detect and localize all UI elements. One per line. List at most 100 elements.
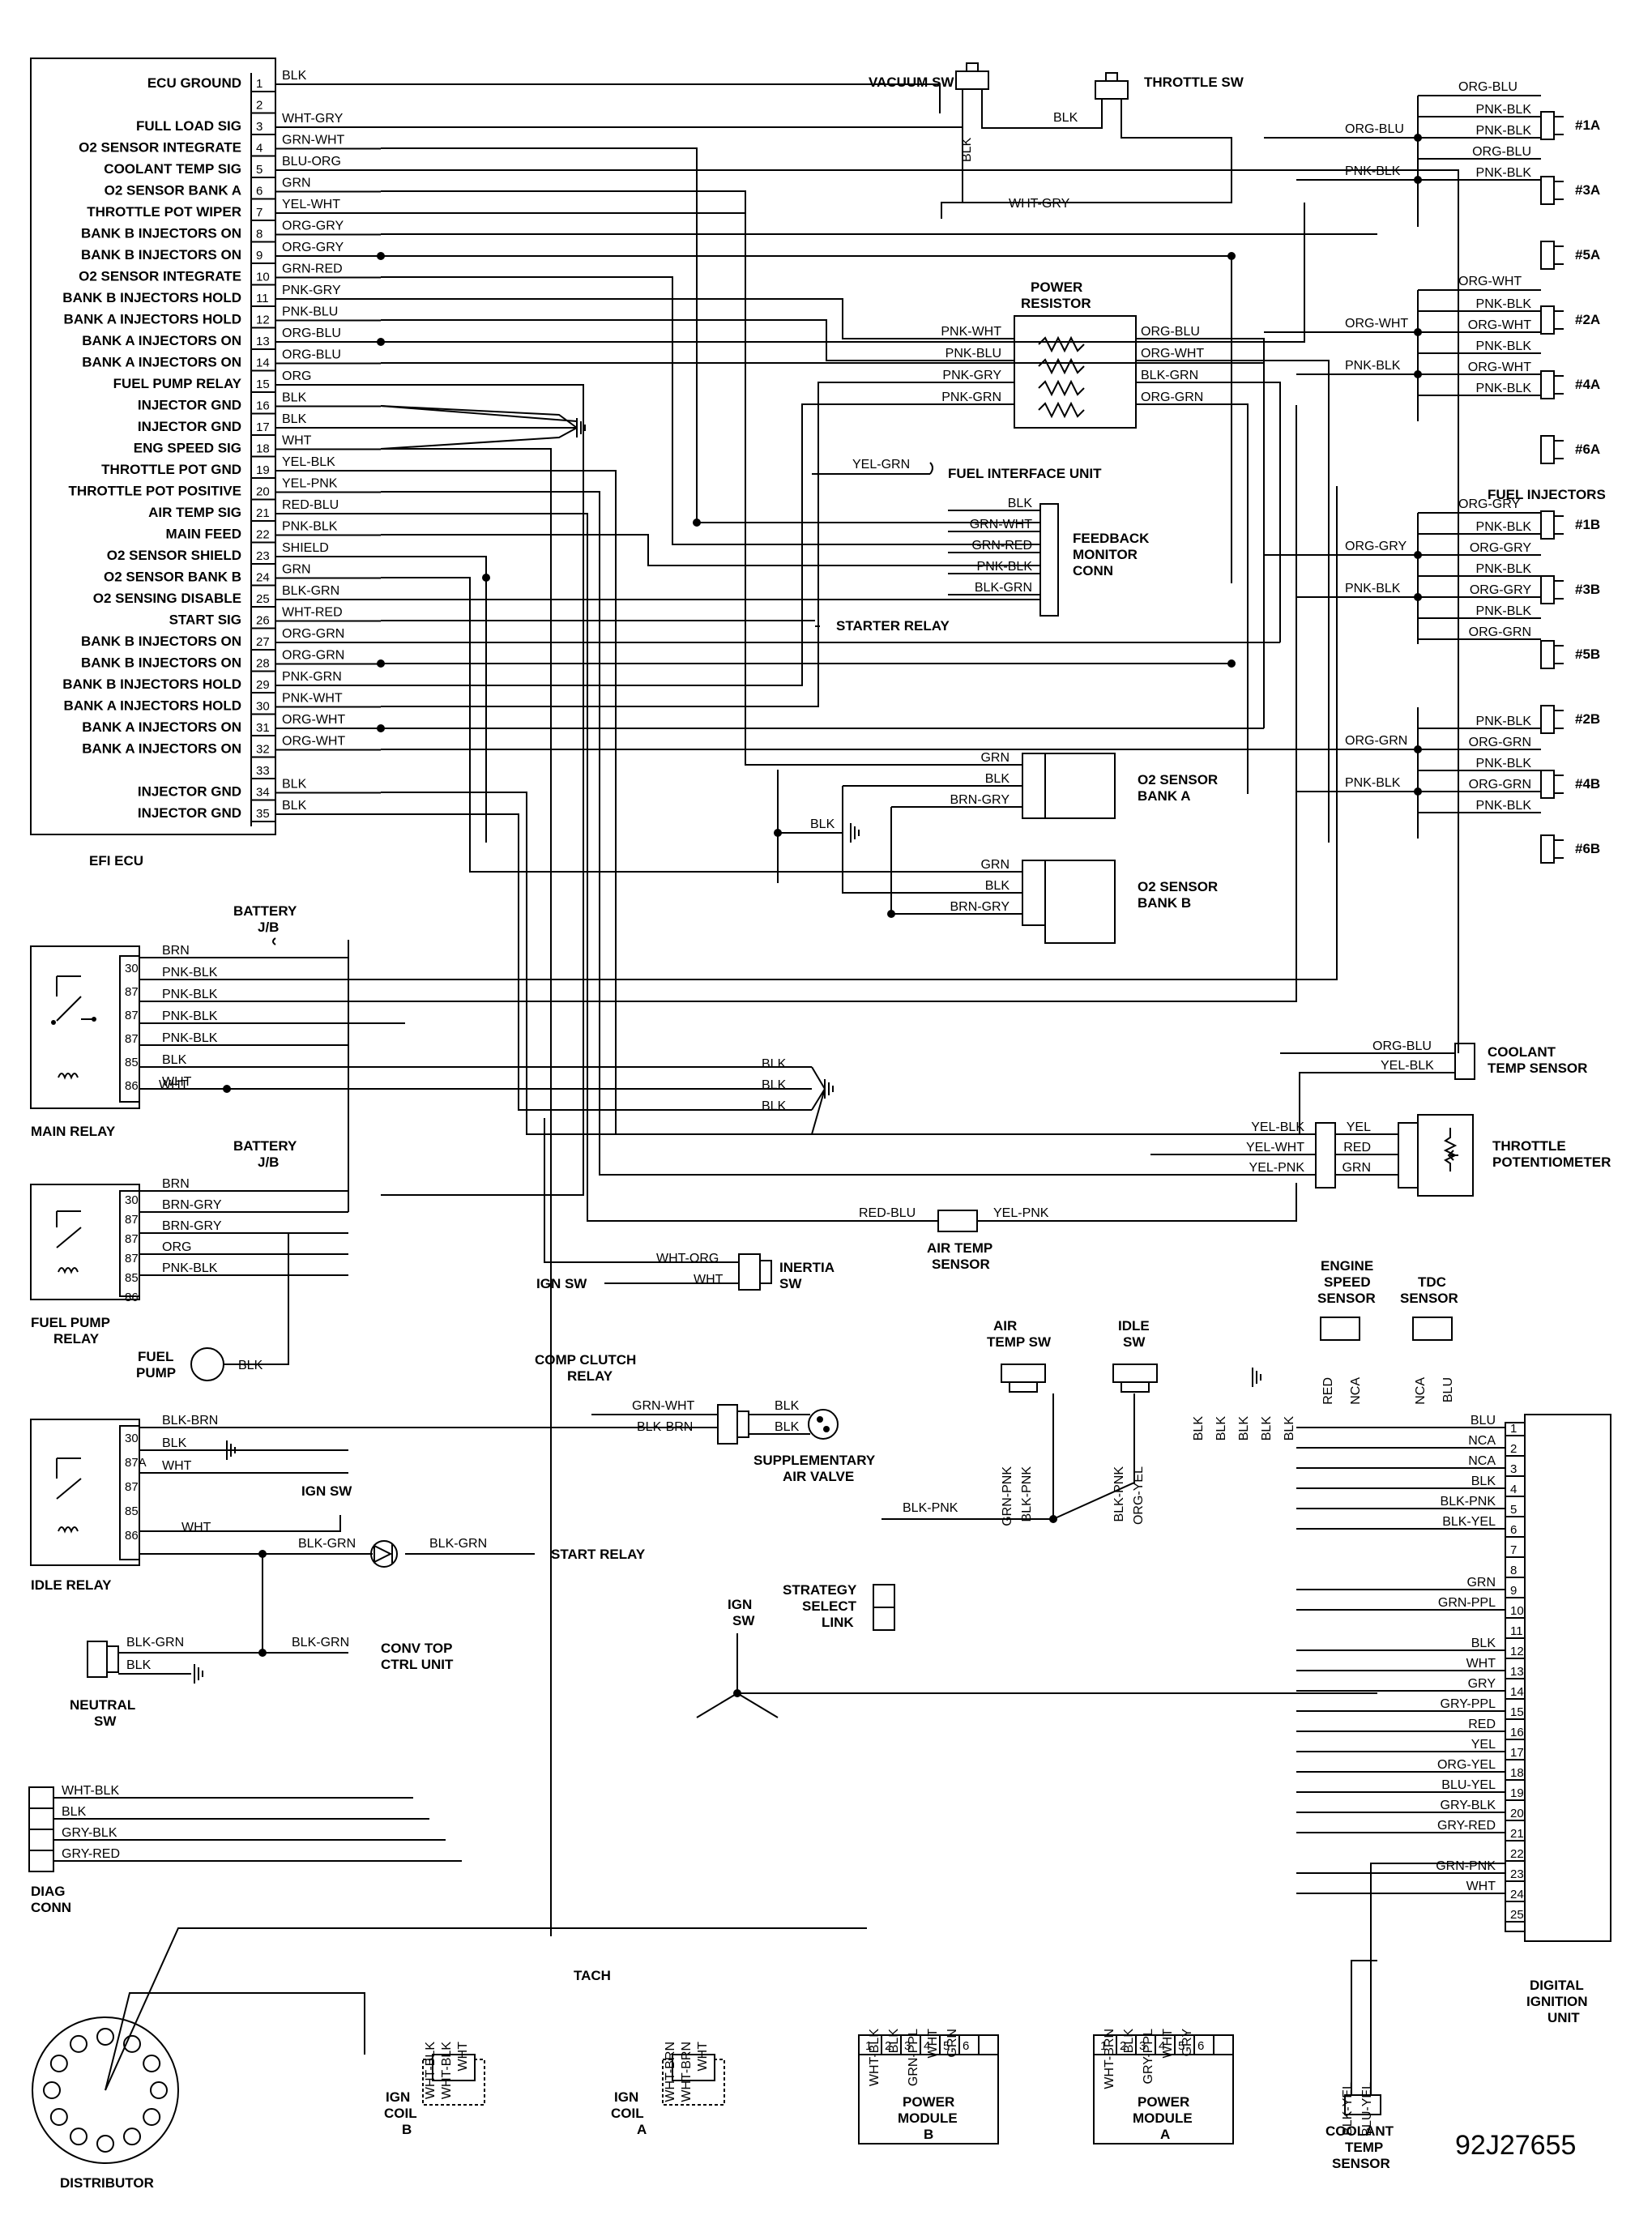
distributor-terminal: [123, 2127, 141, 2146]
feedback-wire-label: BLK: [1008, 497, 1033, 510]
diu-pin-number: 24: [1510, 1888, 1524, 1901]
pm-pin-number: 6: [963, 2039, 969, 2053]
svg-text:COIL: COIL: [384, 2106, 417, 2121]
idle-route-label: BLK-GRN: [298, 1537, 356, 1551]
main-relay: MAIN RELAY BATTERY J/B: [30, 903, 297, 1139]
idle-relay-pin: 87A: [125, 1456, 147, 1470]
ecu-pin-label: MAIN FEED: [166, 527, 242, 542]
ecu-pin-label: START SIG: [169, 612, 241, 628]
inertia-ign: IGN SW: [536, 1276, 587, 1291]
feedback-wire-label: PNK-BLK: [977, 560, 1033, 574]
vertical-wire-label: WHT: [696, 2042, 710, 2072]
ecu-pin-label: BANK A INJECTORS ON: [82, 355, 241, 370]
feedback-wire-label: BLK-GRN: [975, 581, 1032, 595]
fp-relay-wire-label: ORG: [162, 1240, 191, 1254]
start-relay-label: START RELAY: [551, 1547, 646, 1562]
ecu-route: [381, 190, 1022, 766]
wire-labels: BLKWHT-GRYGRN-WHTBLU-ORGGRNYEL-WHTORG-GR…: [62, 69, 1455, 2136]
digital-ignition-unit: DIGITAL IGNITION UNIT: [1505, 1414, 1611, 2025]
svg-text:O2 SENSOR: O2 SENSOR: [1138, 772, 1218, 787]
tach-label: TACH: [574, 1968, 611, 1983]
diu-pin-number: 19: [1510, 1786, 1524, 1800]
wire-vac-whtgry: WHT-GRY: [1009, 197, 1070, 211]
pr-left-label: PNK-GRN: [941, 390, 1001, 404]
injector-body: [1540, 575, 1555, 604]
ecu-wire-label: ORG-BLU: [282, 348, 341, 362]
starter-relay-label: STARTER RELAY: [836, 618, 950, 634]
ecu-wire-label: GRN: [282, 563, 311, 577]
ecu-pin-number: 19: [256, 463, 270, 477]
ecu-route: [381, 319, 1014, 361]
wire-vac-blk: BLK: [960, 137, 974, 162]
main-relay-wire-label: BRN: [162, 944, 190, 958]
ecu-pin-number: 13: [256, 335, 270, 348]
diu-pin-number: 12: [1510, 1645, 1524, 1658]
route: [139, 1515, 341, 1532]
ecu-wire-label: ORG-WHT: [282, 735, 345, 749]
ecu-pin-number: 25: [256, 592, 270, 606]
o2a-wire-label: BLK: [985, 772, 1010, 786]
fp-relay-pin: 87: [125, 1213, 139, 1227]
pr-route: [1232, 403, 1249, 794]
main-relay-wire-label: PNK-BLK: [162, 1009, 218, 1023]
vertical-wire-label: WHT-BRN: [664, 2042, 677, 2102]
pr-right-label: ORG-WHT: [1141, 347, 1204, 361]
distributor-terminal: [49, 2055, 68, 2072]
diode-ring: [370, 1540, 398, 1568]
ecu-route: [381, 382, 1014, 707]
ecu-wire-label: BLK: [282, 391, 307, 405]
diu-wire-label: GRN: [1466, 1576, 1496, 1590]
ign-route: [696, 1633, 1377, 1718]
svg-text:BATTERY: BATTERY: [233, 903, 297, 919]
distributor-terminal: [96, 2135, 114, 2153]
svg-text:POWER: POWER: [903, 2094, 954, 2110]
injector-body: [1540, 305, 1555, 335]
o2-ground: [850, 823, 860, 843]
main-relay-pin: 86: [125, 1079, 139, 1093]
ground-wire-label: BLK: [762, 1078, 787, 1092]
pm-pin-number: 1: [1100, 2039, 1107, 2053]
ecu-route: [381, 577, 1022, 873]
fp-relay-pin: 87: [125, 1232, 139, 1246]
ecu-route: [381, 83, 941, 113]
inj-feed-label: ORG-GRN: [1345, 734, 1407, 748]
power-resistor-title-1: POWER: [1031, 280, 1082, 295]
ecu-wire-label: PNK-GRN: [282, 670, 342, 684]
ecu-pin-number: 24: [256, 571, 270, 585]
pm-pin-number: 2: [1120, 2039, 1126, 2053]
neutral-switch: NEUTRAL SW: [70, 1641, 135, 1729]
inj-row-label: ORG-GRY: [1470, 541, 1531, 555]
main-relay-pin: 87: [125, 1032, 139, 1046]
pot-right-label: RED: [1343, 1141, 1371, 1154]
vertical-wire-label: GRY: [1180, 2029, 1194, 2057]
ecu-pin-number: 17: [256, 420, 270, 434]
diu-pin-number: 14: [1510, 1685, 1524, 1699]
vertical-wire-label: BLU: [1441, 1377, 1455, 1402]
inj-row-label: PNK-BLK: [1476, 562, 1532, 576]
ecu-pin-number: 28: [256, 657, 270, 671]
inj-splice: [1414, 328, 1422, 336]
route: [224, 1232, 348, 1365]
route: [348, 405, 1297, 1002]
svg-text:IGN: IGN: [386, 2089, 410, 2105]
svg-text:BANK B: BANK B: [1138, 895, 1191, 911]
pr-right-label: ORG-GRN: [1141, 390, 1203, 404]
ign-sw-low: IGN: [728, 1597, 752, 1612]
svg-text:SW: SW: [1123, 1334, 1146, 1350]
inj-row-label: ORG-GRY: [1470, 583, 1531, 597]
fuel-injectors-title: FUEL INJECTORS: [1488, 487, 1606, 502]
idle-relay-pin: 87: [125, 1480, 139, 1494]
svg-text:FUEL PUMP: FUEL PUMP: [31, 1315, 110, 1330]
ecu-route: [380, 405, 578, 422]
feedback-wire-label: GRN-WHT: [970, 518, 1033, 531]
svg-text:MODULE: MODULE: [898, 2110, 958, 2126]
vertical-wire-label: BLK-PNK: [1020, 1466, 1034, 1522]
diu-pin-rows: 1BLU2NCA3NCA4BLK5BLK-PNK6BLK-YEL789GRN10…: [1296, 1414, 1525, 1923]
vertical-wire-label: BLK: [1283, 1416, 1296, 1441]
ecu-pin-label: BANK B INJECTORS ON: [81, 247, 241, 262]
diu-wire-label: GRN-PPL: [1438, 1596, 1496, 1610]
svg-text:AIR TEMP: AIR TEMP: [927, 1240, 992, 1256]
